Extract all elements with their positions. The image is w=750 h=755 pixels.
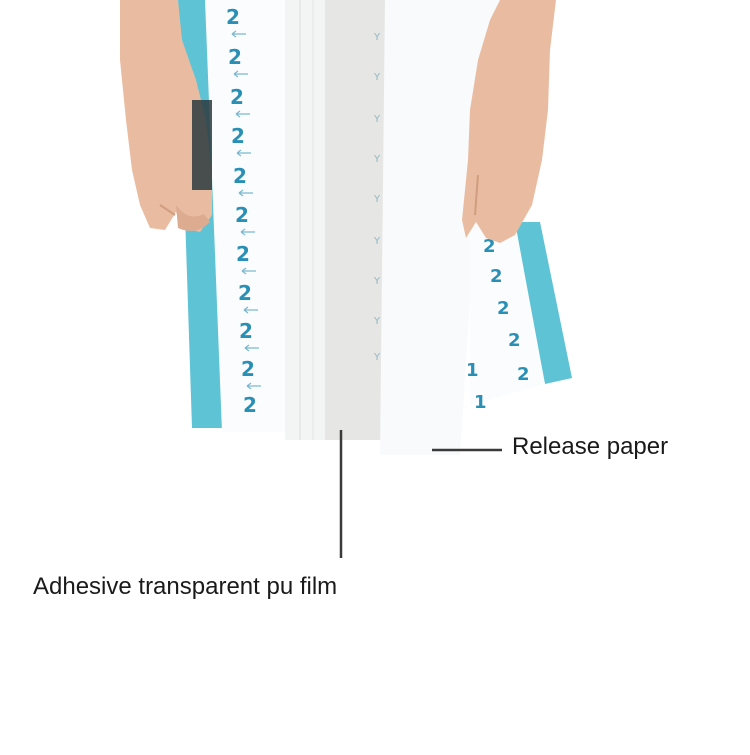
right-hand	[462, 0, 556, 243]
film-label: Adhesive transparent pu film	[33, 573, 338, 600]
release-paper-label: Release paper	[512, 433, 669, 460]
transparent-pu-film	[325, 0, 400, 440]
svg-text:2: 2	[226, 5, 240, 29]
svg-text:2: 2	[238, 281, 252, 305]
left-liner-strip	[205, 0, 290, 432]
svg-text:2: 2	[243, 393, 257, 417]
svg-text:2: 2	[483, 236, 496, 257]
right-teal-band	[512, 222, 572, 384]
svg-text:Y: Y	[373, 316, 381, 327]
svg-text:2: 2	[239, 319, 253, 343]
svg-text:Y: Y	[373, 276, 381, 287]
svg-text:Y: Y	[373, 114, 381, 125]
left-number-marks: 2 2 2 2 2 2 2 2 2 2 2	[226, 5, 257, 417]
svg-text:Y: Y	[373, 72, 381, 83]
svg-text:Y: Y	[373, 236, 381, 247]
svg-text:Y: Y	[373, 32, 381, 43]
left-hand	[120, 0, 212, 232]
right-number-marks: 2 2 2 2 2 1 1	[466, 236, 530, 413]
svg-text:Y: Y	[373, 154, 381, 165]
svg-text:2: 2	[241, 357, 255, 381]
svg-text:1: 1	[474, 392, 487, 413]
svg-text:2: 2	[228, 45, 242, 69]
svg-text:2: 2	[497, 298, 510, 319]
svg-text:2: 2	[490, 266, 503, 287]
svg-text:2: 2	[236, 242, 250, 266]
svg-text:2: 2	[517, 364, 530, 385]
right-liner-strip	[470, 222, 545, 405]
svg-text:Y: Y	[373, 194, 381, 205]
svg-text:2: 2	[235, 203, 249, 227]
folded-edge-strip	[285, 0, 325, 440]
svg-text:2: 2	[230, 85, 244, 109]
film-marks: Y Y Y Y Y Y Y Y Y	[373, 32, 381, 363]
left-arrow-marks	[231, 30, 261, 390]
svg-text:2: 2	[233, 164, 247, 188]
svg-text:1: 1	[466, 360, 479, 381]
svg-text:2: 2	[508, 330, 521, 351]
svg-text:2: 2	[231, 124, 245, 148]
svg-text:Y: Y	[373, 352, 381, 363]
dark-clip-holder	[192, 100, 212, 190]
